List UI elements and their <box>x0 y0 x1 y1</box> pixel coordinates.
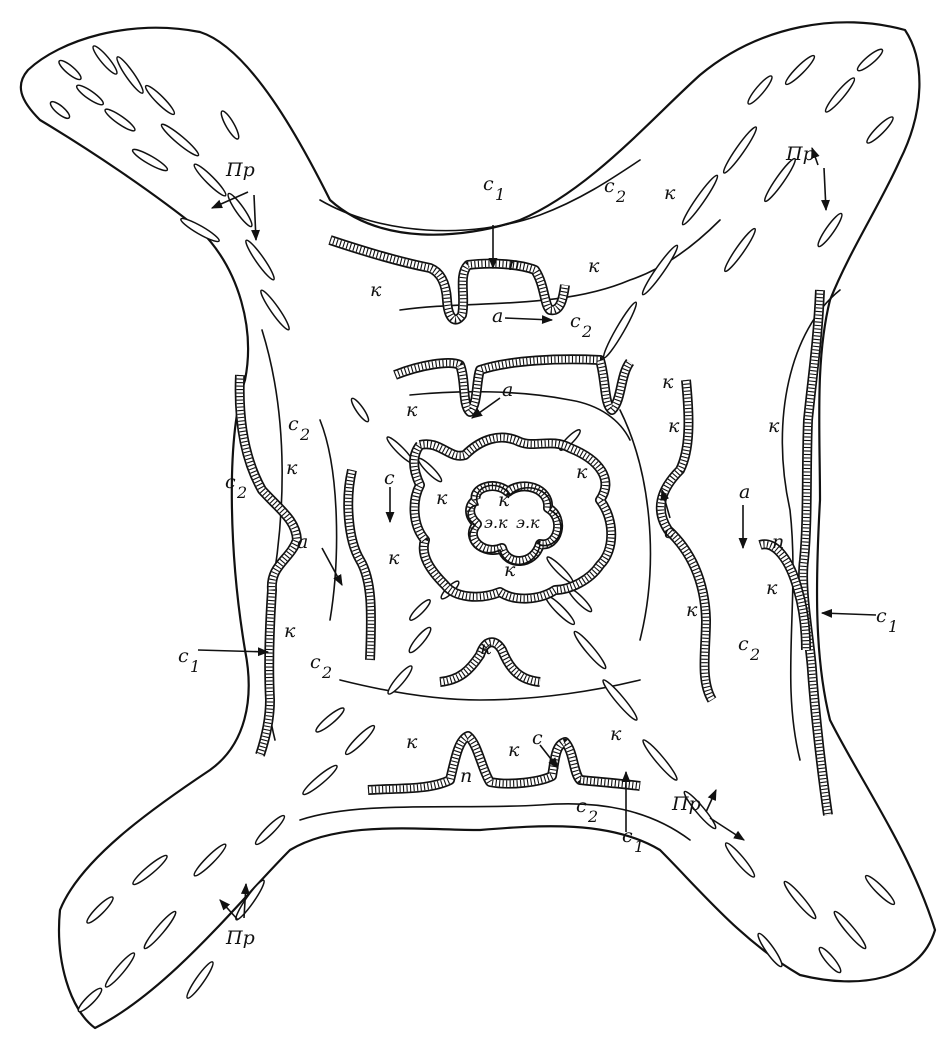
cell-cluster-bottom-left <box>76 625 433 1014</box>
label-k: к <box>370 279 382 301</box>
label-c2-sub: 2 <box>581 322 592 341</box>
label-c1-sub: 1 <box>888 617 898 636</box>
label-c1: с <box>876 605 887 627</box>
label-c2: с <box>288 413 299 435</box>
cell-cluster-top-right <box>601 47 896 360</box>
label-c2-sub: 2 <box>321 663 332 682</box>
label-k: к <box>436 487 448 509</box>
inner-region-outline <box>320 420 337 620</box>
label-k: к <box>480 637 492 659</box>
label-c2: с <box>604 175 615 197</box>
label-k: к <box>610 723 622 745</box>
label-n: п <box>508 253 520 275</box>
label-c1: с <box>483 173 494 195</box>
label-c: с <box>664 521 675 543</box>
label-a: а <box>739 481 750 503</box>
label-a: а <box>502 379 513 401</box>
label-k: к <box>588 255 600 277</box>
label-a: а <box>492 305 503 327</box>
label-pr: Пр <box>671 793 701 815</box>
label-k: к <box>286 457 298 479</box>
label-k: к <box>498 489 510 511</box>
inner-region-outline <box>320 160 640 231</box>
label-k: к <box>664 182 676 204</box>
label-k: к <box>576 461 588 483</box>
label-c1-sub: 1 <box>634 837 644 856</box>
label-c2: с <box>225 471 236 493</box>
label-c2-sub: 2 <box>587 807 598 826</box>
label-c1-sub: 1 <box>190 657 200 676</box>
label-c2: с <box>738 633 749 655</box>
label-c: с <box>532 727 543 749</box>
inner-region-outline <box>410 392 630 440</box>
label-c2-sub: 2 <box>749 645 760 664</box>
cell-cluster-top-left <box>48 44 292 332</box>
label-ek: э.к <box>484 513 508 532</box>
label-k: к <box>766 577 778 599</box>
label-ek: э.к <box>516 513 540 532</box>
label-k: к <box>406 399 418 421</box>
label-pr: Пр <box>225 159 255 181</box>
label-k: к <box>662 371 674 393</box>
label-c2-sub: 2 <box>299 425 310 444</box>
label-k: к <box>388 547 400 569</box>
label-c2: с <box>570 310 581 332</box>
label-c1: с <box>622 825 633 847</box>
label-pr: Пр <box>785 143 815 165</box>
label-k: к <box>768 415 780 437</box>
inner-region-outline <box>340 680 640 700</box>
label-k: к <box>508 739 520 761</box>
label-n: п <box>460 765 472 787</box>
label-k: к <box>686 599 698 621</box>
label-n: п <box>772 531 784 553</box>
label-c2-sub: 2 <box>615 187 626 206</box>
label-c1: с <box>178 645 189 667</box>
label-k: к <box>284 620 296 642</box>
label-c: с <box>384 467 395 489</box>
label-c2: с <box>576 795 587 817</box>
inner-region-outline <box>620 410 650 640</box>
label-k: к <box>406 731 418 753</box>
label-c2-sub: 2 <box>236 483 247 502</box>
label-c1-sub: 1 <box>495 185 505 204</box>
label-k: к <box>668 415 680 437</box>
label-pr: Пр <box>225 927 255 949</box>
label-k: к <box>504 559 516 581</box>
label-c2: с <box>310 651 321 673</box>
label-a: а <box>297 531 308 553</box>
